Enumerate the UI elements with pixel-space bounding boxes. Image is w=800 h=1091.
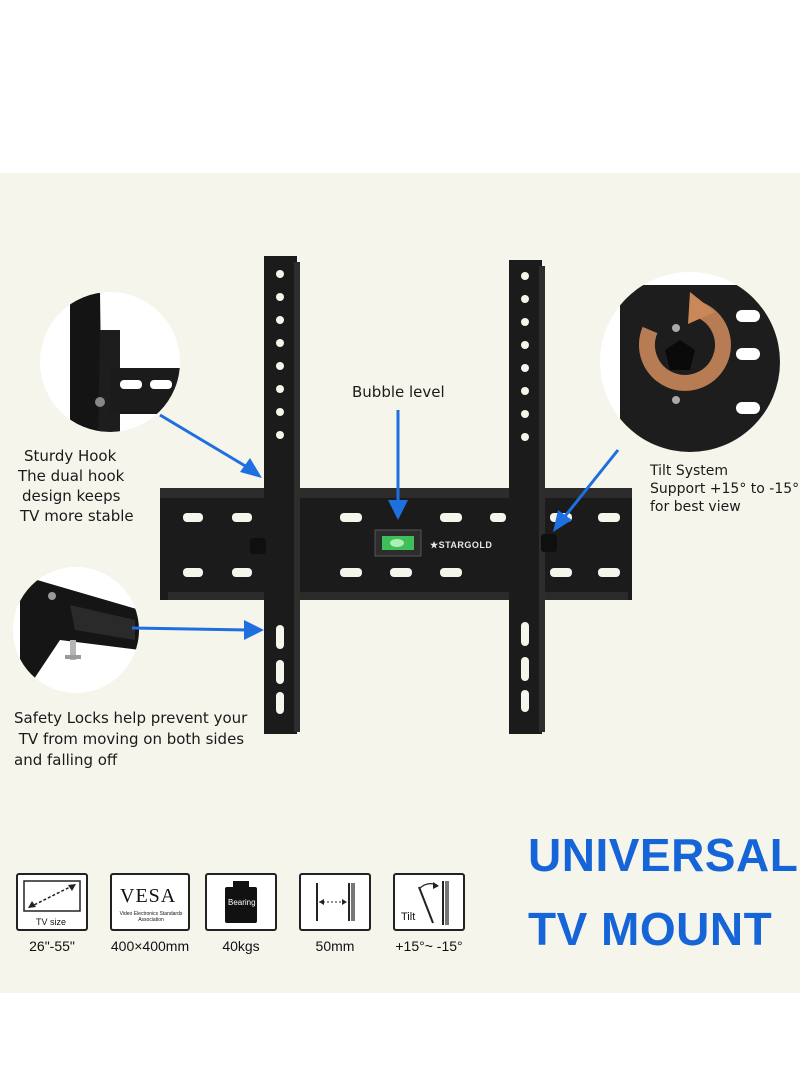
tv-size-icon: TV size	[16, 873, 88, 931]
spec-value-tilt: +15°~ -15°	[395, 938, 463, 954]
sturdy-hook-line: Sturdy Hook	[24, 447, 117, 465]
sturdy-hook-line: design keeps	[22, 487, 121, 505]
left-arm-holes	[276, 270, 284, 714]
spec-value-bearing: 40kgs	[222, 938, 260, 954]
safety-locks-line: and falling off	[14, 751, 118, 769]
spec-value-vesa: 400×400mm	[110, 938, 190, 954]
sturdy-hook-detail	[40, 292, 180, 432]
tilt-box-text: Tilt	[401, 911, 416, 923]
bubble-level-label: Bubble level	[352, 383, 445, 401]
tilt-system-line: for best view	[650, 499, 741, 515]
callout-arrows	[131, 410, 620, 640]
tv-size-box-text: TV size	[36, 917, 67, 927]
right-arm	[509, 260, 545, 734]
bearing-weight-icon: Bearing	[205, 873, 277, 931]
sturdy-hook-line: The dual hook	[18, 467, 125, 485]
brand-mark: ★STARGOLD	[430, 540, 493, 550]
tilt-system-label: Tilt System Support +15° to -15° for bes…	[650, 462, 799, 516]
tilt-system-detail	[600, 272, 780, 452]
vesa-box-text: VESA	[120, 885, 177, 907]
safety-lock-detail	[13, 567, 139, 693]
bubble-level	[374, 529, 422, 557]
safety-locks-line: Safety Locks help prevent your	[14, 709, 248, 727]
left-arm	[264, 256, 300, 734]
spec-value-tv-size: 26"-55"	[29, 938, 75, 954]
headline-line-1: UNIVERSAL	[528, 829, 799, 881]
right-arm-holes	[521, 272, 529, 712]
wall-distance-icon	[299, 873, 371, 931]
tilt-knobs	[250, 534, 557, 554]
safety-locks-label: Safety Locks help prevent your TV from m…	[14, 708, 247, 771]
sturdy-hook-line: TV more stable	[20, 507, 134, 525]
vesa-icon: VESA Video Electronics Standards Associa…	[110, 873, 190, 931]
tilt-system-line: Tilt System	[650, 463, 729, 479]
tilt-icon: Tilt	[393, 873, 465, 931]
safety-locks-line: TV from moving on both sides	[14, 730, 245, 748]
plate-slots	[183, 513, 620, 577]
tilt-system-line: Support +15° to -15°	[650, 481, 800, 497]
spec-value-distance: 50mm	[315, 938, 355, 954]
bearing-box-text: Bearing	[228, 898, 256, 907]
headline-line-2: TV MOUNT	[528, 903, 773, 955]
sturdy-hook-label: Sturdy Hook The dual hook design keeps T…	[18, 446, 134, 526]
vesa-box-subtext: Video Electronics Standards Association	[119, 911, 183, 923]
